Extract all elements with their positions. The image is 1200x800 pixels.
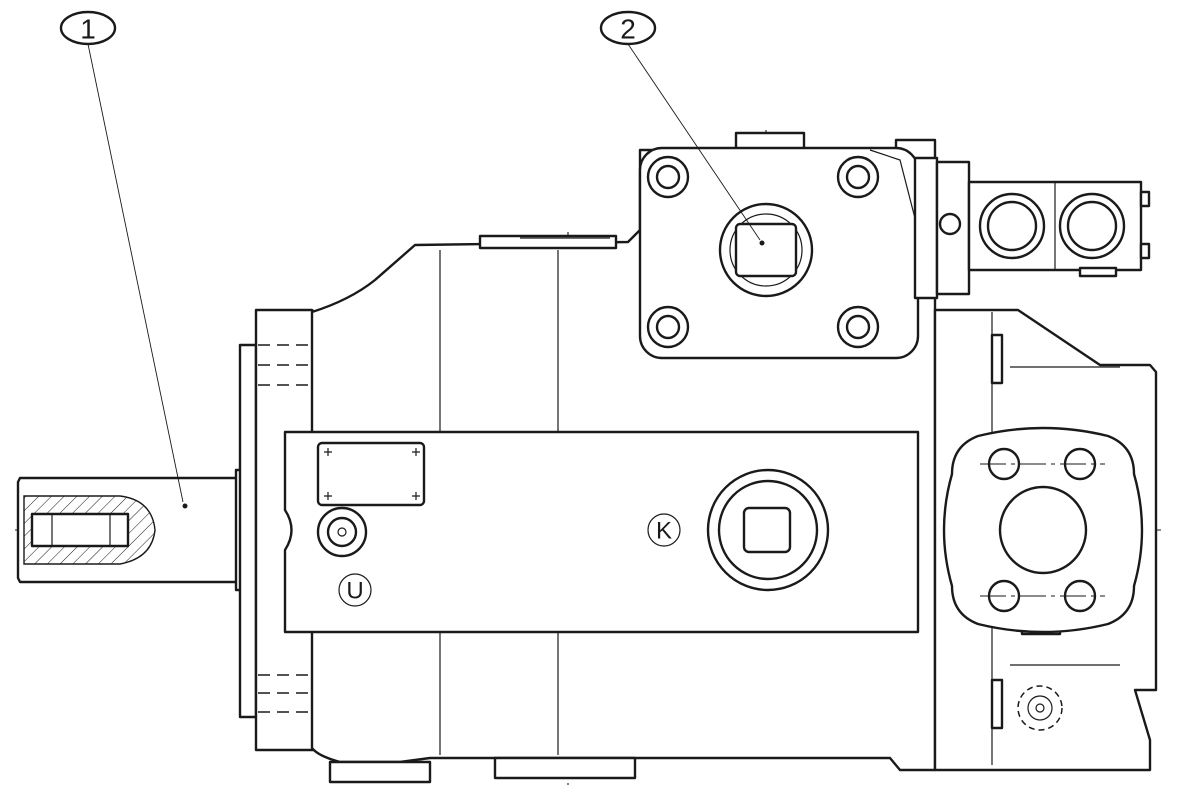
port-u-marking: U — [338, 573, 372, 607]
callout-2-label: 2 — [620, 14, 636, 45]
port-u-label: U — [346, 578, 363, 605]
leader-lines — [87, 43, 765, 509]
port-k-label: K — [656, 518, 672, 545]
control-valve-block — [913, 156, 1151, 300]
callout-2: 2 — [599, 10, 657, 46]
port-flange — [638, 131, 920, 360]
callout-1-label: 1 — [80, 14, 96, 45]
suction-flange — [942, 426, 1144, 634]
mounting-flange — [254, 308, 322, 752]
drive-shaft — [16, 343, 258, 719]
port-k-marking: K — [647, 513, 681, 547]
callout-1: 1 — [59, 10, 117, 46]
